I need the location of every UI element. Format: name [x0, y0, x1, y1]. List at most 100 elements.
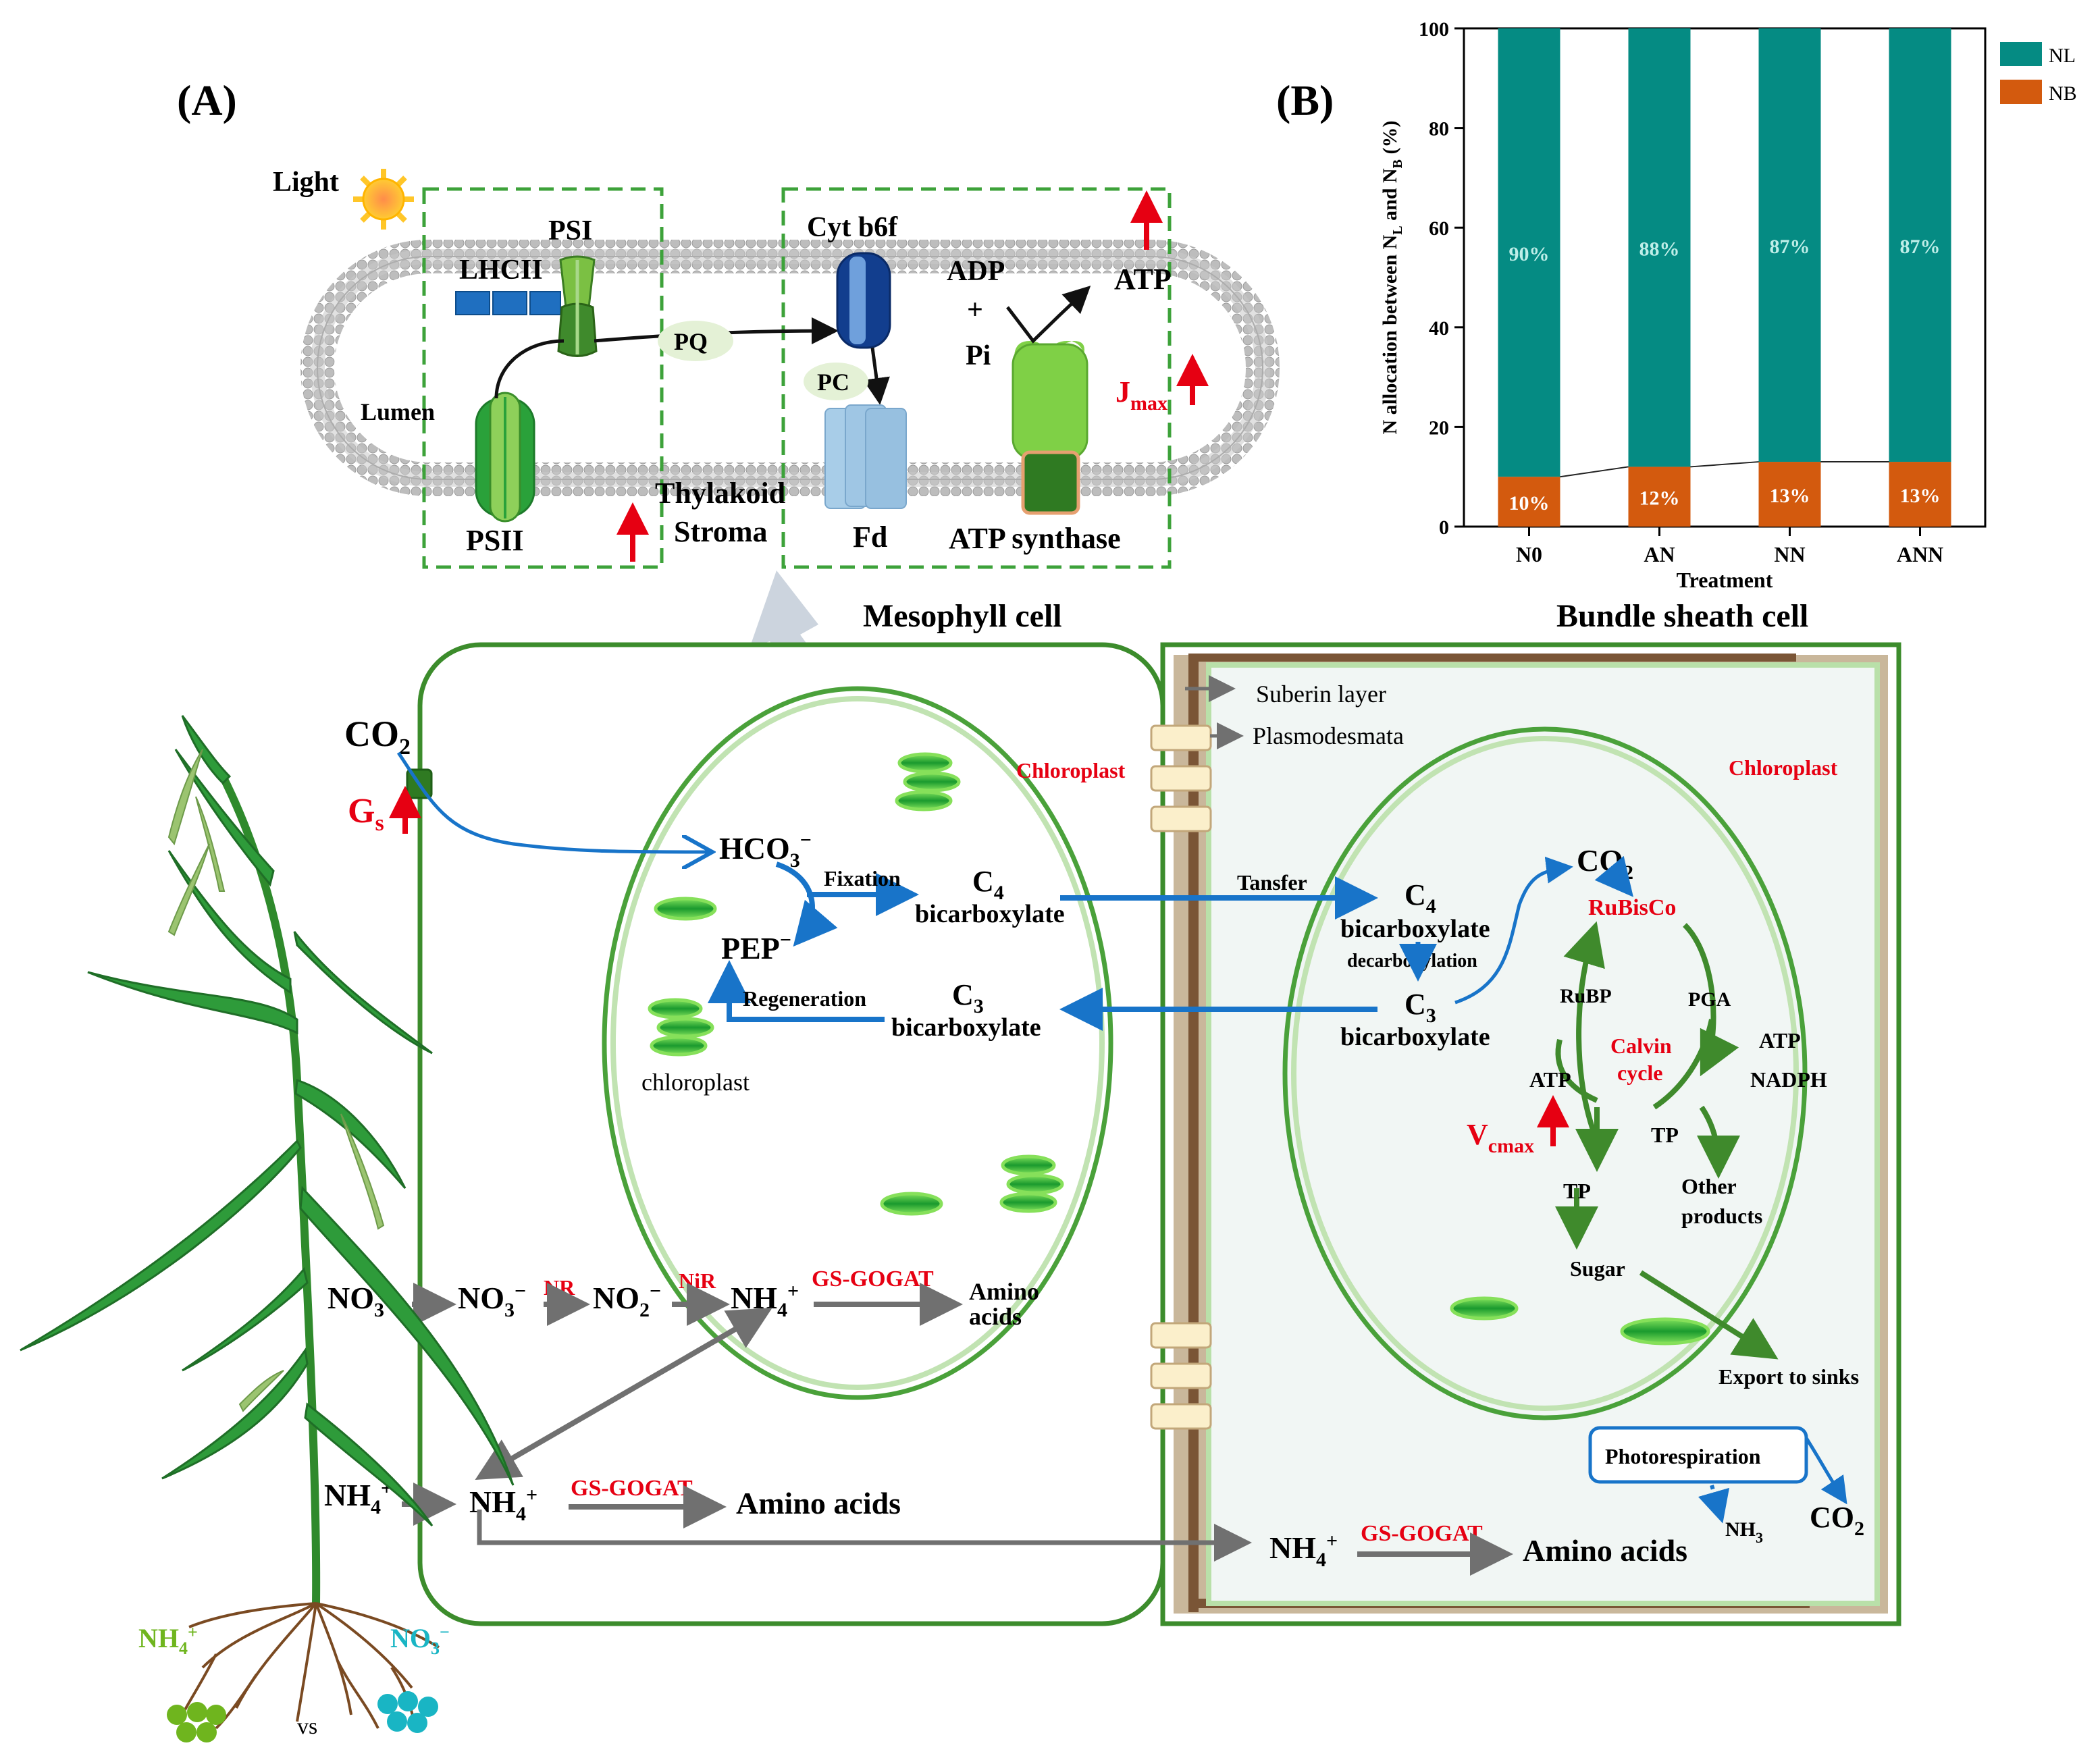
x-tick-label: N0	[1516, 542, 1542, 566]
bar-nb	[1889, 462, 1951, 527]
bundle-title: Bundle sheath cell	[1556, 598, 1808, 634]
mesophyll-chloroplast	[602, 686, 1113, 1400]
bundle-co2b-label: CO2	[1810, 1501, 1864, 1540]
mesophyll-c4-label: C4	[972, 865, 1004, 904]
cytb6f-complex	[836, 252, 891, 349]
pep-label: PEP−	[721, 929, 791, 965]
y-tick-label: 80	[1429, 118, 1449, 140]
data-label-nb: 13%	[1770, 485, 1810, 507]
panel-a: (A) Light LHCII	[177, 76, 1280, 569]
nh3-label: NH3	[1725, 1518, 1763, 1546]
x-tick-label: NN	[1774, 542, 1805, 566]
photorespiration-box	[1588, 1426, 1808, 1484]
co2-label: CO2	[344, 714, 411, 760]
data-label-nl: 87%	[1900, 236, 1941, 258]
soil-no3-label: NO3−	[327, 1280, 396, 1321]
bundle-sheath-cell	[1160, 642, 1901, 1626]
bundle-c3-text: bicarboxylate	[1340, 1023, 1490, 1051]
pi-label: Pi	[966, 340, 991, 371]
y-tick-label: 100	[1419, 18, 1449, 41]
bundle-c4-label: C4	[1405, 878, 1436, 917]
suberin-label: Suberin layer	[1256, 681, 1386, 708]
adp-label: ADP	[947, 256, 1005, 287]
gs-gogat-label-1: GS-GOGAT	[812, 1267, 934, 1291]
bundle-c3-label: C3	[1405, 988, 1436, 1027]
data-label-nl: 90%	[1509, 243, 1550, 265]
nr-label: NR	[544, 1275, 575, 1300]
pq-carrier	[658, 321, 733, 361]
legend-swatch	[2000, 80, 2042, 104]
x-tick-label: AN	[1644, 542, 1675, 566]
mesophyll-title: Mesophyll cell	[863, 598, 1062, 634]
small-chloroplast-label: chloroplast	[641, 1069, 750, 1096]
pc-label: PC	[817, 369, 849, 396]
y-tick-label: 40	[1429, 317, 1449, 340]
y-tick-label: 60	[1429, 217, 1449, 240]
data-label-nl: 88%	[1639, 238, 1680, 261]
decarboxylation-label: decarboxylation	[1347, 951, 1477, 971]
regeneration-label: Regeneration	[743, 986, 866, 1011]
data-label-nl: 87%	[1770, 236, 1810, 258]
lhcii-complex	[455, 291, 561, 315]
mesophyll-cell	[417, 642, 1165, 1626]
gs-gogat-label-3: GS-GOGAT	[1361, 1521, 1483, 1546]
calvin-label-2: cycle	[1617, 1061, 1663, 1085]
sun-icon	[353, 169, 414, 230]
plasmodesmata-label: Plasmodesmata	[1253, 722, 1404, 749]
other-label-2: products	[1681, 1204, 1762, 1228]
bar-nb	[1758, 462, 1821, 527]
nadph-label: NADPH	[1750, 1067, 1827, 1092]
atp-label: ATP	[1114, 263, 1172, 296]
data-label-nb: 13%	[1900, 485, 1941, 507]
thylakoid-label: Thylakoid	[655, 477, 785, 510]
soil-nh4-label: NH4+	[324, 1477, 392, 1518]
thylakoid-membrane	[300, 240, 1280, 496]
y-axis-title: N allocation between NL and NB (%)	[1379, 120, 1405, 434]
bundle-amino-acids-label: Amino acids	[1523, 1533, 1687, 1568]
bar-nl	[1498, 28, 1560, 477]
bundle-chloroplast-label: Chloroplast	[1729, 755, 1838, 780]
atp-synthase-label: ATP synthase	[949, 522, 1121, 555]
tp-right-label: TP	[1651, 1123, 1679, 1147]
psii-complex	[475, 392, 535, 523]
atp-left-label: ATP	[1529, 1067, 1571, 1092]
panel-a-label: (A)	[177, 76, 237, 124]
panel-b: (B) 02040608010010%90%N012%88%AN13%87%NN…	[1276, 18, 2077, 592]
light-label: Light	[273, 167, 339, 198]
hco3-label: HCO3−	[719, 829, 812, 872]
mesophyll-chloroplast-label: Chloroplast	[1016, 758, 1126, 782]
photorespiration-label: Photorespiration	[1605, 1444, 1761, 1468]
fd-complex	[824, 404, 907, 509]
tp-left-label: TP	[1563, 1179, 1591, 1203]
calvin-label-1: Calvin	[1610, 1034, 1672, 1058]
pc-carrier	[804, 363, 868, 400]
pq-label: PQ	[674, 328, 708, 355]
legend-label: NL	[2049, 45, 2076, 67]
bundle-nh4-label: NH4+	[1269, 1530, 1338, 1571]
jmax-label: Jmax	[1115, 375, 1167, 415]
lumen-label: Lumen	[361, 398, 435, 425]
nir-label: NiR	[679, 1269, 716, 1293]
fd-label: Fd	[853, 521, 887, 554]
amino-acids-label-2: Amino acids	[736, 1486, 901, 1520]
gs-label: Gs	[348, 792, 384, 836]
other-label-1: Other	[1681, 1174, 1737, 1198]
lhcii-label: LHCII	[459, 255, 543, 286]
y-tick-label: 0	[1439, 516, 1449, 539]
amino-acids-label-1a: Amino	[969, 1278, 1039, 1305]
amino-acids-label-1b: acids	[969, 1303, 1022, 1330]
plasmodesmata-icon	[1150, 724, 1212, 1430]
y-tick-label: 20	[1429, 417, 1449, 439]
no3-granules-icon	[377, 1691, 438, 1733]
stacked-bar-chart: 02040608010010%90%N012%88%AN13%87%NN13%8…	[1379, 18, 2077, 592]
panel-b-label: (B)	[1276, 76, 1334, 124]
data-label-nb: 10%	[1509, 492, 1550, 514]
export-label: Export to sinks	[1718, 1364, 1859, 1389]
maize-plant-icon	[20, 715, 515, 1730]
bundle-chloroplast	[1282, 726, 1808, 1420]
stroma-label: Stroma	[674, 515, 768, 548]
pga-label: PGA	[1688, 988, 1731, 1011]
connector-line	[1690, 461, 1759, 468]
mesophyll-c3-text: bicarboxylate	[891, 1013, 1041, 1042]
bundle-c4-text: bicarboxylate	[1340, 915, 1490, 943]
